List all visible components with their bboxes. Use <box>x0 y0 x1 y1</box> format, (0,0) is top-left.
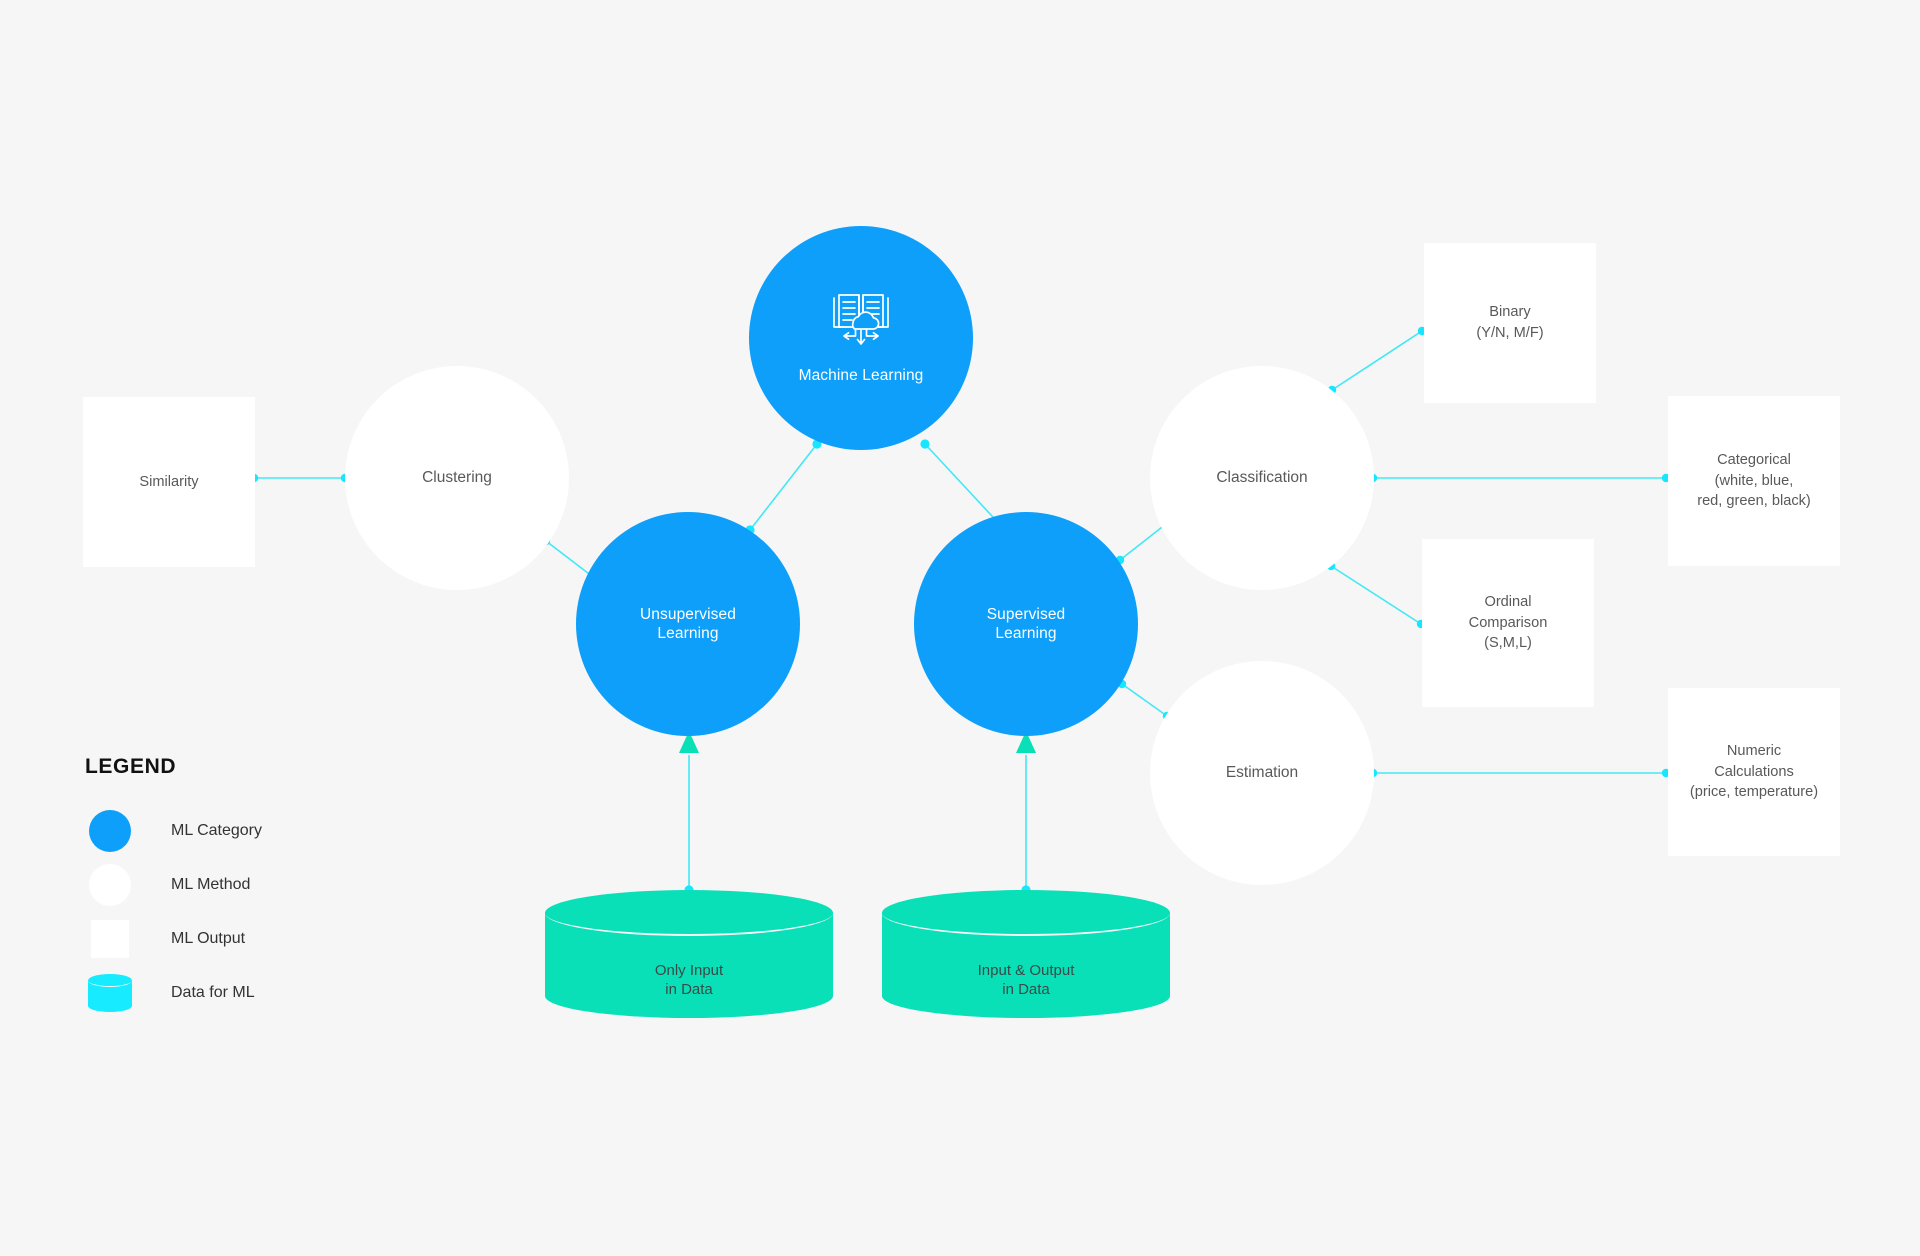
category-supervised-learning-label: Supervised Learning <box>986 605 1066 642</box>
method-classification-label: Classification <box>1216 468 1308 486</box>
data-only-input-cylinder[interactable]: Only Input in Data <box>545 890 833 1018</box>
legend-swatch-blue-circle <box>83 810 137 852</box>
category-machine-learning[interactable]: Machine Learning <box>749 226 973 450</box>
method-estimation-label: Estimation <box>1225 763 1299 781</box>
legend-item-ml-method: ML Method <box>83 861 413 909</box>
output-categorical-label: Categorical (white, blue, red, green, bl… <box>1697 451 1811 510</box>
legend-swatch-white-circle <box>83 864 137 906</box>
output-ordinal-label: Ordinal Comparison (S,M,L) <box>1468 593 1548 652</box>
output-numeric-label: Numeric Calculations (price, temperature… <box>1689 742 1819 801</box>
method-estimation[interactable]: Estimation <box>1150 661 1374 885</box>
legend-swatch-cyan-cylinder <box>83 974 137 1012</box>
output-numeric-calculations[interactable]: Numeric Calculations (price, temperature… <box>1668 688 1840 856</box>
data-input-output-cylinder[interactable]: Input & Output in Data <box>882 890 1170 1018</box>
edge-classification-categorical <box>1368 473 1671 483</box>
method-clustering[interactable]: Clustering <box>345 366 569 590</box>
legend-item-data-for-ml: Data for ML <box>83 969 413 1017</box>
cylinder-top <box>882 890 1170 936</box>
method-classification[interactable]: Classification <box>1150 366 1374 590</box>
category-unsupervised-learning[interactable]: Unsupervised Learning <box>576 512 800 736</box>
data-only-input-label: Only Input in Data <box>654 962 724 998</box>
legend-item-ml-output: ML Output <box>83 915 413 963</box>
output-similarity-label: Similarity <box>139 473 199 490</box>
output-ordinal-comparison[interactable]: Ordinal Comparison (S,M,L) <box>1422 539 1594 707</box>
legend-label-ml-method: ML Method <box>171 876 251 893</box>
edge-similarity-clustering <box>249 473 350 483</box>
output-binary[interactable]: Binary (Y/N, M/F) <box>1424 243 1596 403</box>
method-clustering-label: Clustering <box>422 468 492 486</box>
legend-label-ml-output: ML Output <box>171 930 246 947</box>
edge-supervised-estimation <box>1117 679 1172 721</box>
edge-classification-ordinal <box>1326 561 1426 629</box>
edge-classification-binary <box>1327 326 1427 395</box>
category-machine-learning-label: Machine Learning <box>798 367 924 384</box>
legend-item-ml-category: ML Category <box>83 807 413 855</box>
output-binary-label: Binary (Y/N, M/F) <box>1476 304 1544 341</box>
legend-label-ml-category: ML Category <box>171 822 262 839</box>
legend-label-data-for-ml: Data for ML <box>171 984 255 1001</box>
edge-data-unsupervised-arrow <box>679 731 699 895</box>
category-supervised-learning[interactable]: Supervised Learning <box>914 512 1138 736</box>
edge-data-supervised-arrow <box>1016 731 1036 895</box>
data-input-output-label: Input & Output in Data <box>977 962 1075 998</box>
legend: LEGEND ML Category ML Method ML Output D… <box>83 755 413 1023</box>
legend-swatch-white-square <box>83 920 137 958</box>
edge-ml-unsupervised <box>745 439 822 535</box>
edge-estimation-numeric <box>1368 768 1671 778</box>
output-categorical[interactable]: Categorical (white, blue, red, green, bl… <box>1668 396 1840 566</box>
cylinder-top <box>545 890 833 936</box>
category-unsupervised-learning-label: Unsupervised Learning <box>640 605 736 642</box>
legend-title: LEGEND <box>85 755 177 778</box>
output-similarity[interactable]: Similarity <box>83 397 255 567</box>
book-cloud-icon <box>830 291 892 354</box>
